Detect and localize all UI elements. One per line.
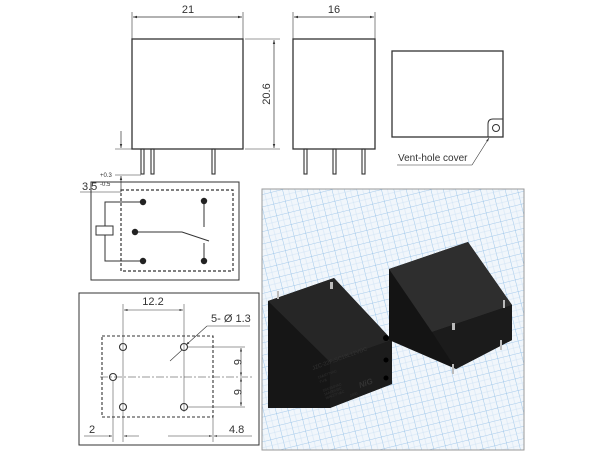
pins — [140, 148, 216, 175]
side-width-label: 16 — [328, 4, 340, 16]
rating-2: TV-8 — [319, 378, 327, 384]
switch-contact — [135, 231, 210, 242]
tolerance-minus: -0.5 — [100, 182, 111, 188]
left-offset-label: 2 — [89, 424, 95, 436]
front-view — [80, 12, 280, 193]
rating-5: 16A/277VAC — [325, 390, 346, 401]
relay-back — [389, 242, 512, 374]
relay-front: JZC-22F₂SC18L12VDC 16A/277VAC TV-8 16A/2… — [268, 278, 392, 408]
pin-length-label: 3.5 — [82, 181, 97, 193]
pcb-holes — [108, 342, 189, 412]
vent-hole-icon — [492, 124, 500, 132]
coil-icon — [95, 225, 114, 236]
rating-4: 16A/30VDC — [323, 386, 342, 396]
spacing-label: 12.2 — [142, 296, 163, 308]
rating-3: 16A/250VAC — [322, 382, 343, 393]
holes-label: 5- Ø 1.3 — [211, 313, 251, 325]
top-view — [391, 50, 504, 166]
product-photo: JZC-22F₂SC18L12VDC 16A/277VAC TV-8 16A/2… — [261, 188, 525, 451]
right-offset-label: 4.8 — [229, 424, 244, 436]
width-label: 21 — [182, 4, 194, 16]
row-lower-label: 6 — [231, 389, 243, 395]
pcb-footprint — [78, 292, 260, 446]
wiring-schematic — [90, 181, 240, 281]
side-view — [292, 12, 376, 175]
relay-body-front — [131, 38, 244, 150]
row-upper-label: 6 — [231, 359, 243, 365]
tolerance-plus: +0.3 — [100, 173, 113, 179]
date-code: 2450 — [349, 391, 358, 397]
vent-hole-label: Vent-hole cover — [398, 153, 468, 164]
rating-1: 16A/277VAC — [317, 369, 338, 380]
height-label: 20.6 — [261, 83, 273, 104]
